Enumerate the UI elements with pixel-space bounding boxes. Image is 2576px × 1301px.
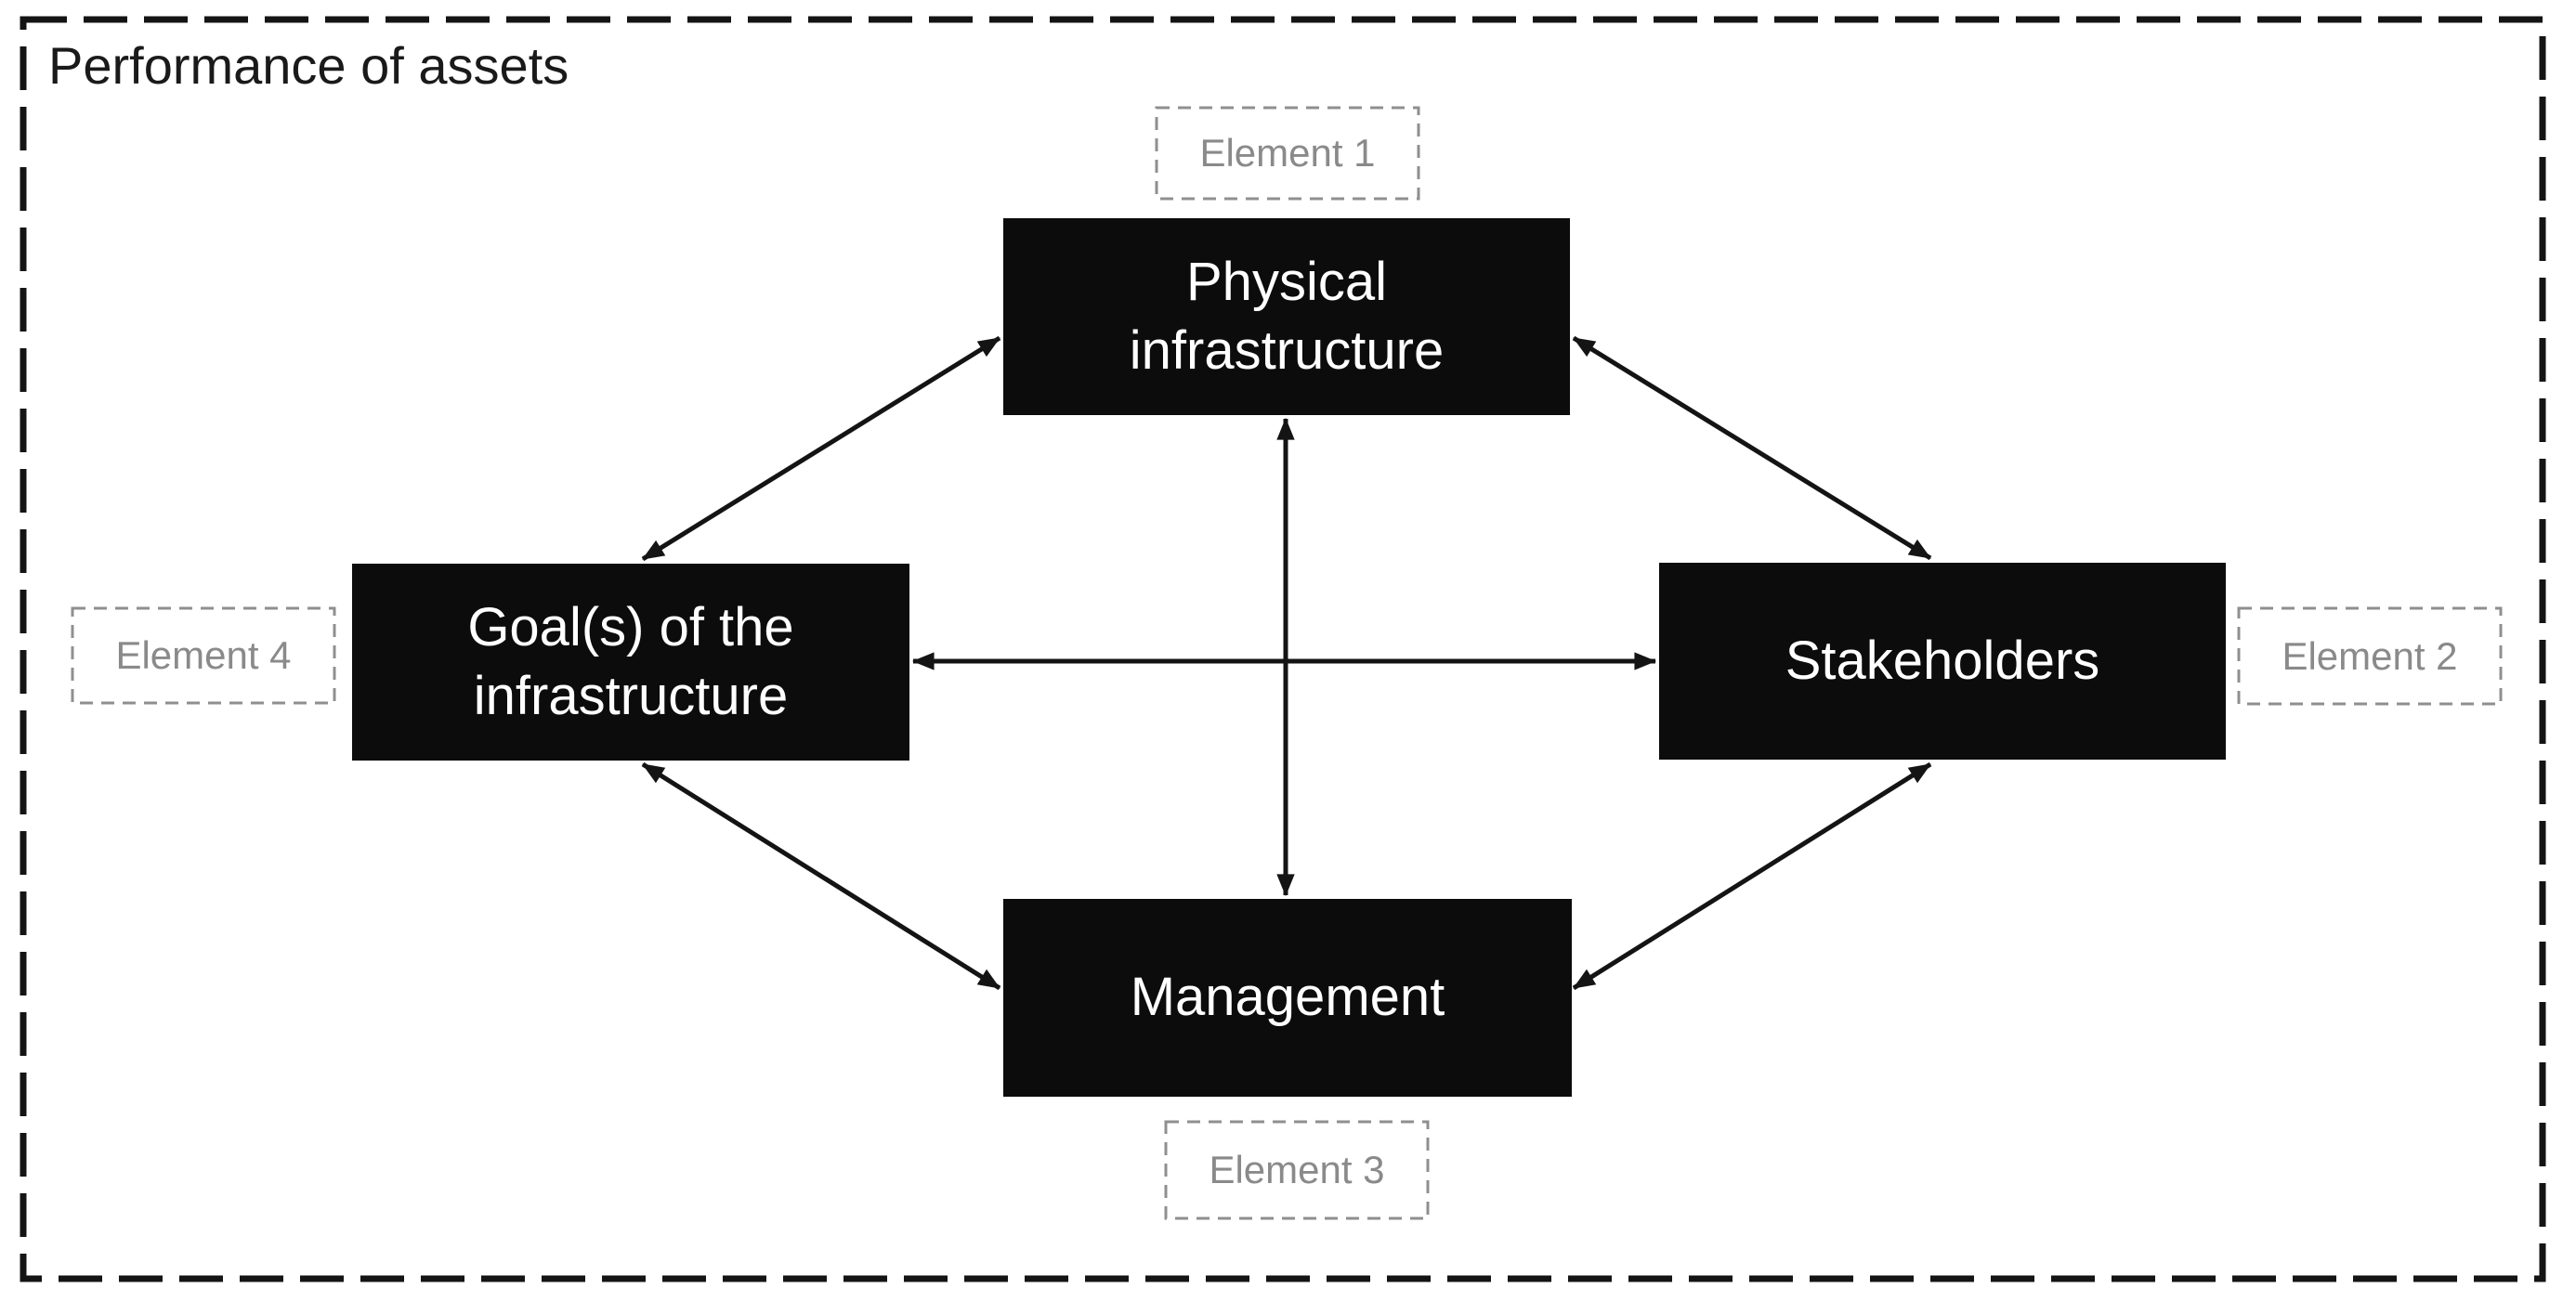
element-4-label: Element 4 — [115, 633, 292, 677]
element-2-label: Element 2 — [2282, 633, 2458, 678]
arrow-physical-stakeholders — [1572, 335, 1932, 561]
node-management-label: Management — [1130, 967, 1445, 1028]
element-1-box — [1155, 106, 1420, 201]
diagram-title: Performance of assets — [48, 36, 569, 95]
element-3-label: Element 3 — [1209, 1148, 1385, 1191]
element-3-box — [1164, 1120, 1430, 1220]
arrow-goals-physical — [641, 335, 1001, 562]
node-physical-infrastructure: Physical infrastructure — [1003, 218, 1570, 415]
element-4-box — [71, 606, 336, 705]
node-goals-of-the-infrastructure: Goal(s) of the infrastructure — [352, 564, 909, 761]
arrow-management-stakeholders — [1572, 761, 1932, 991]
performance-boundary-frame — [20, 16, 2546, 1282]
node-management: Management — [1003, 899, 1572, 1097]
arrow-goals-management — [641, 761, 1001, 991]
element-2-box — [2237, 606, 2503, 706]
element-1-label: Element 1 — [1199, 131, 1376, 175]
node-goals-of-the-infrastructure-label: Goal(s) of the infrastructure — [467, 596, 794, 726]
node-stakeholders-label: Stakeholders — [1785, 630, 2100, 691]
node-physical-infrastructure-label: Physical infrastructure — [1129, 251, 1445, 381]
node-stakeholders: Stakeholders — [1659, 563, 2226, 760]
